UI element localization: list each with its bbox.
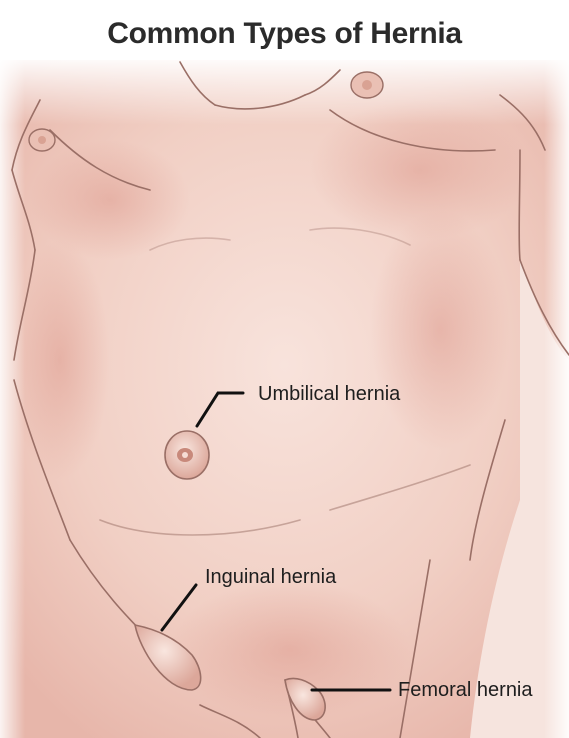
umbilical-hernia-label: Umbilical hernia bbox=[258, 382, 400, 406]
inguinal-hernia-label: Inguinal hernia bbox=[205, 565, 336, 589]
nipple-right bbox=[351, 72, 383, 98]
right-fade bbox=[544, 60, 569, 738]
umbilical-bulge bbox=[165, 431, 209, 479]
page-title: Common Types of Hernia bbox=[0, 14, 569, 54]
femoral-hernia-label: Femoral hernia bbox=[398, 678, 533, 702]
side-shadow-right bbox=[370, 210, 510, 450]
nipple-left bbox=[29, 129, 55, 151]
left-fade bbox=[0, 60, 25, 738]
top-fade bbox=[0, 55, 569, 125]
